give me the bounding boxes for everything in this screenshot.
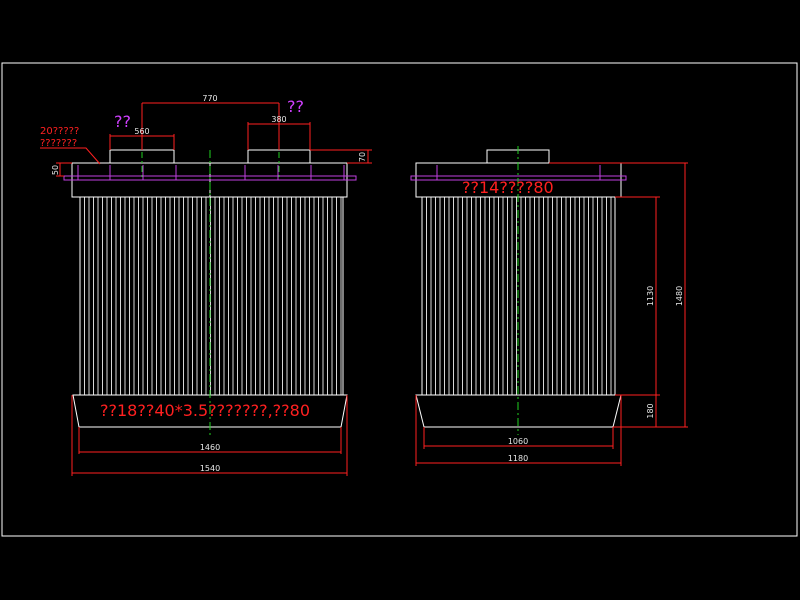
- dim-flange-thickness-label: 50: [51, 165, 60, 175]
- dim-side-inner-width: [423, 427, 614, 449]
- side-note-line1: 20?????: [40, 126, 79, 137]
- dim-outlet-spacing-label: 770: [202, 94, 217, 103]
- dim-outlet-height-label: 70: [358, 152, 367, 162]
- side-note-leader: [40, 147, 101, 165]
- dim-front-inner-width: [78, 427, 342, 454]
- dim-side-tube-height-label: 1130: [646, 286, 655, 306]
- front-tube-frame: [79, 196, 344, 396]
- front-view: 770 560 380 70 50 20?: [40, 94, 372, 476]
- front-flange-bolts: [77, 165, 345, 180]
- dim-outlet-left-width: [109, 134, 175, 150]
- dim-outlet-left-width-label: 560: [134, 127, 149, 136]
- front-flange: [63, 175, 357, 181]
- side-tube-bank: [426, 197, 612, 395]
- dim-front-overall-width: [71, 395, 348, 476]
- dim-front-inner-width-label: 1460: [200, 443, 220, 452]
- dim-side-overall-height: [549, 162, 688, 428]
- dim-outlet-right-width: [247, 122, 311, 150]
- side-note-line2: ???????: [40, 138, 77, 149]
- dim-side-inner-width-label: 1060: [508, 437, 528, 446]
- side-view: ??14????80 1130 180 1480 1060: [410, 146, 688, 466]
- front-main-note: ??18??40*3.5???????,??80: [100, 401, 310, 420]
- dim-outlet-spacing: [141, 102, 280, 150]
- dim-outlet-height: [310, 149, 372, 164]
- drawing-frame: [1, 62, 798, 537]
- dim-side-overall-width: [415, 395, 622, 466]
- front-tube-bank: [84, 197, 342, 395]
- marker-right: ??: [287, 97, 304, 116]
- dim-flange-thickness: [56, 162, 72, 177]
- dim-side-overall-width-label: 1180: [508, 454, 528, 463]
- dim-front-overall-width-label: 1540: [200, 464, 220, 473]
- dim-outlet-right-width-label: 380: [271, 115, 286, 124]
- dim-side-overall-height-label: 1480: [675, 286, 684, 306]
- side-main-note: ??14????80: [462, 178, 554, 197]
- side-flange-bolts: [436, 165, 601, 180]
- dim-side-hopper-height-label: 180: [646, 403, 655, 418]
- marker-left: ??: [114, 112, 131, 131]
